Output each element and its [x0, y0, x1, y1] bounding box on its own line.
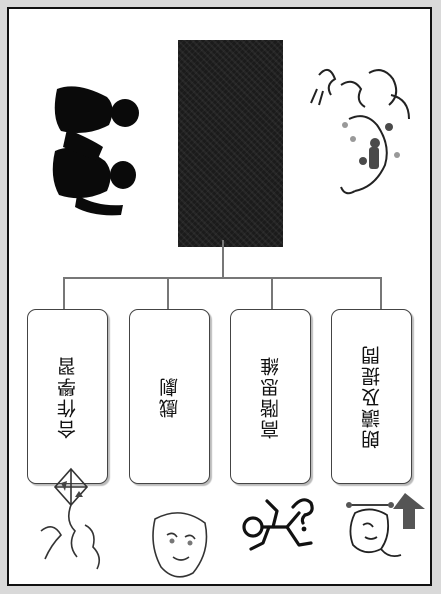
- connector-branch-2: [167, 277, 169, 311]
- card-cooperative-learning: 合作學習: [27, 309, 108, 484]
- connector-horizontal: [63, 277, 382, 279]
- thinking-figure-icon: [242, 498, 314, 551]
- title-box: [178, 40, 283, 247]
- connector-vertical-main: [222, 240, 224, 278]
- mask-illustration-icon: [152, 512, 208, 578]
- diagram-frame: 合作學習 戲劇 高階思維 朗讀及提問: [7, 7, 432, 586]
- card-higher-order-thinking: 高階思維: [230, 309, 311, 484]
- connector-branch-1: [63, 277, 65, 311]
- kite-illustration-icon: [40, 467, 101, 570]
- card-label: 戲劇: [159, 375, 181, 418]
- connector-branch-3: [271, 277, 273, 311]
- card-label: 合作學習: [57, 354, 79, 439]
- reading-figure-icon: [346, 493, 425, 558]
- card-reading-and-questioning: 朗讀及提問: [331, 309, 412, 484]
- two-people-silhouette-icon: [52, 86, 139, 216]
- connector-branch-4: [380, 277, 382, 311]
- dragon-illustration-icon: [310, 68, 410, 195]
- card-label: 朗讀及提問: [361, 344, 383, 449]
- card-label: 高階思維: [260, 354, 282, 439]
- card-drama: 戲劇: [129, 309, 210, 484]
